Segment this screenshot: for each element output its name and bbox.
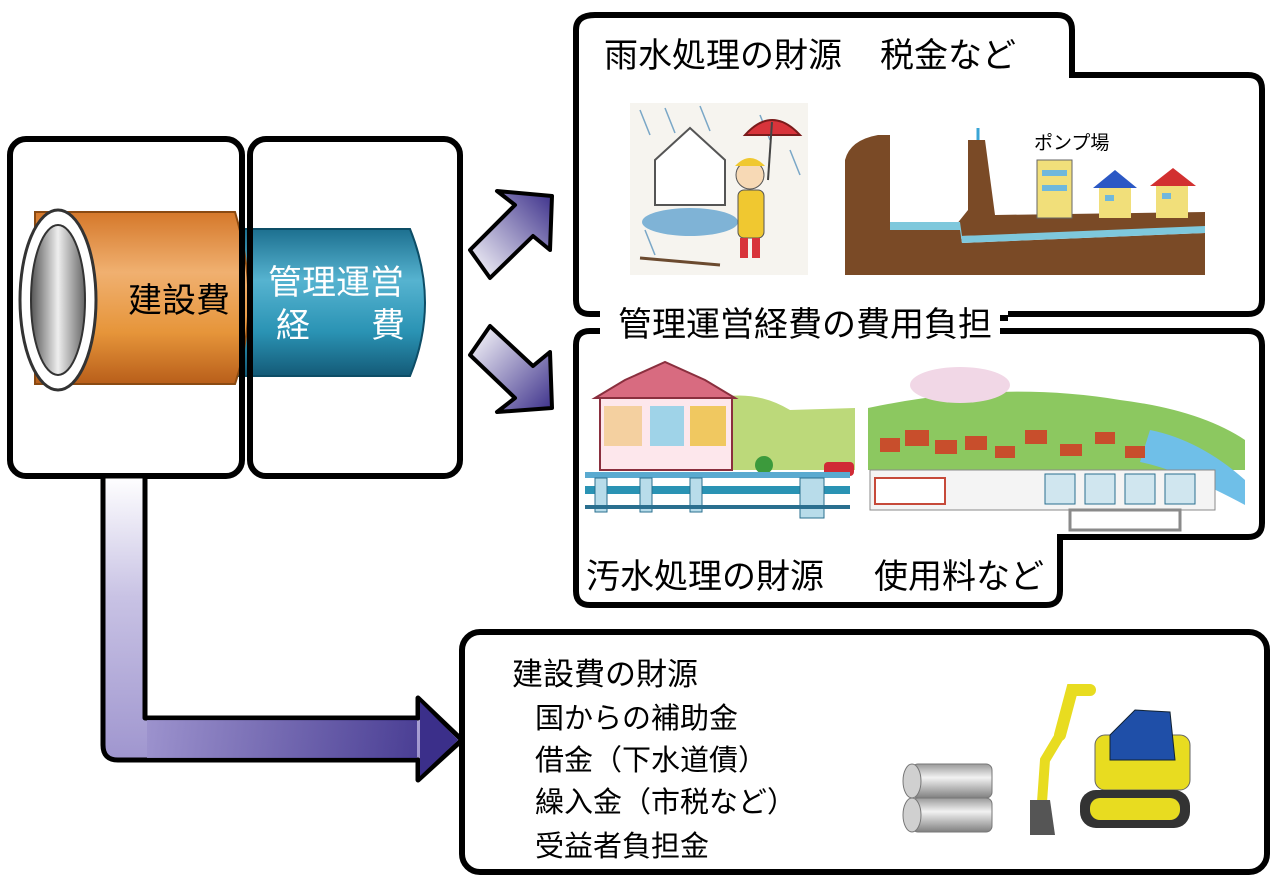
arrow-head-shade: [420, 702, 458, 776]
sewage-title: 汚水処理の財源: [586, 557, 824, 597]
cost-burden-title: 管理運営経費の費用負担: [618, 305, 992, 345]
operation-pipe-section: [234, 228, 426, 377]
excavator-illustration: [1030, 684, 1191, 835]
funding-item-subsidy: 国からの補助金: [535, 701, 738, 735]
sewage-source: 使用料など: [874, 557, 1044, 597]
stormwater-source: 税金など: [880, 36, 1016, 76]
stormwater-title: 雨水処理の財源: [604, 36, 842, 76]
stormwater-panel: [573, 12, 1265, 317]
operation-cost-label-line1: 管理運営: [268, 263, 404, 303]
construction-funding-title: 建設費の財源: [512, 657, 698, 693]
construction-cost-label: 建設費: [128, 281, 230, 321]
household-sewer-illustration: [585, 360, 855, 519]
arrow-horizontal-shade: [147, 720, 417, 758]
operation-cost-label-line2-a: 経: [276, 306, 310, 346]
arrow-to-sewage: [468, 324, 554, 414]
construction-funding-panel: [459, 629, 1270, 875]
rain-child-illustration: [630, 103, 808, 275]
pipe-mouth-inner: [30, 224, 86, 376]
funding-item-beneficiary: 受益者負担金: [535, 829, 709, 863]
pump-station-label: ポンプ場: [1034, 132, 1109, 154]
operation-cost-label-line2-b: 費: [371, 306, 405, 346]
treatment-plant-illustration: [868, 367, 1245, 532]
sewage-panel: [573, 328, 1265, 608]
sewer-pipes-illustration: [902, 763, 993, 833]
pipe-illustration: [18, 208, 426, 392]
funding-item-loan: 借金（下水道債）: [535, 743, 767, 777]
funding-item-transfer: 繰入金（市税など）: [535, 785, 796, 819]
operation-cost-frame: [247, 136, 463, 479]
arrow-to-stormwater: [468, 189, 554, 280]
pump-station-illustration: [845, 128, 1205, 275]
